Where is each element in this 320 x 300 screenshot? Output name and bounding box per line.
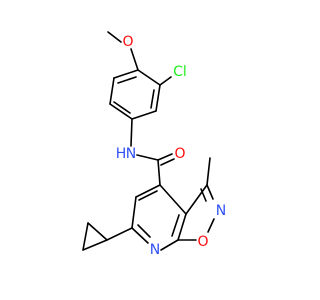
bond-aryl-cl: [159, 76, 172, 86]
bond-aryl-n: [130, 118, 133, 147]
bond-pyr-f: [159, 184, 187, 215]
bond-isox-c: [207, 218, 215, 233]
bond-pyr-a: [135, 184, 161, 198]
bond-methyl-o: [107, 31, 122, 43]
bond-o-aryl: [130, 48, 139, 71]
bond-pyr-e: [177, 213, 187, 241]
bond-cp-b: [82, 222, 89, 251]
bond-cp-c: [82, 239, 108, 251]
bond-ring1-b-inner: [150, 89, 155, 109]
bond-ring1-f: [113, 69, 139, 79]
bond-ring1-e: [109, 77, 115, 105]
atom-o-methoxy: O: [122, 34, 133, 50]
atom-n-amide: N: [126, 146, 136, 162]
atom-n-pyridine: N: [150, 242, 160, 258]
bond-pyr-b: [131, 196, 137, 229]
bond-pyr-d: [160, 239, 179, 251]
bond-ring1-b: [155, 84, 161, 112]
bond-pyr-e-inner: [171, 214, 180, 237]
atom-n-isoxazole: N: [216, 203, 226, 219]
bond-ring1-f-inner: [117, 76, 137, 84]
molecule-structure: O Cl N H O N O N: [82, 31, 226, 258]
atom-cl: Cl: [173, 64, 187, 80]
atom-o-carbonyl: O: [174, 146, 185, 162]
bond-methyl: [206, 157, 211, 186]
atom-h-amide: H: [116, 146, 127, 162]
bond-ring1-c: [131, 110, 157, 120]
atom-o-isoxazole: O: [197, 234, 208, 250]
bond-pyr-c: [131, 227, 149, 244]
bond-pyr-a-inner: [138, 190, 158, 201]
bond-ring-cyclopropyl: [106, 227, 133, 241]
bond-ring1-d-inner: [113, 101, 131, 114]
bond-ring1-a: [137, 69, 161, 86]
bond-carbonyl-ring: [157, 159, 161, 186]
bond-cp-a: [87, 222, 108, 241]
bond-pyr-c-inner: [137, 224, 151, 238]
bond-carbonyl-o-2: [160, 158, 175, 166]
bond-isox-a: [185, 184, 208, 215]
bond-isox-b-inner: [200, 188, 207, 202]
bond-isox-b: [206, 184, 214, 200]
bond-n-carbonyl: [136, 154, 159, 161]
bond-ring1-d: [109, 103, 133, 120]
bond-carbonyl-o-1: [157, 153, 173, 161]
